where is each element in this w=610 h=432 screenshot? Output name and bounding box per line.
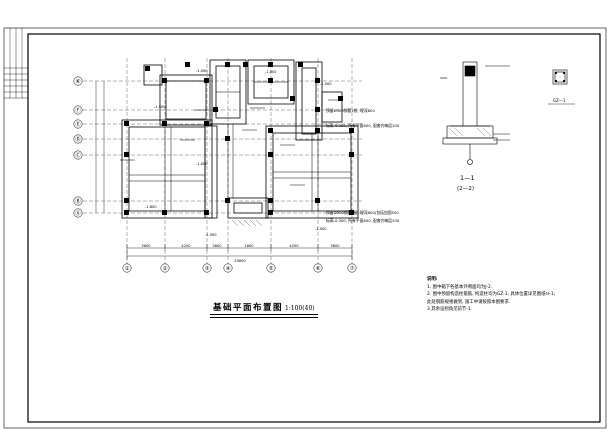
- section-hatch: [448, 127, 492, 137]
- axis-label: ⑦: [350, 265, 355, 272]
- dimension-total: 20800: [234, 259, 246, 263]
- notes-heading: 说明:: [427, 277, 438, 282]
- axis-label: ⑥: [76, 79, 81, 85]
- drawing-title-text: 基础平面布置图: [213, 303, 284, 313]
- title-underline: [210, 314, 318, 315]
- elevation-value: -1.000: [315, 227, 327, 231]
- elevation-value: -1.000: [196, 162, 208, 166]
- axis-label: ②: [163, 265, 168, 272]
- axis-label: ⑤: [269, 266, 274, 272]
- elevation-value: -1.000: [196, 69, 208, 73]
- drawing-scale: 1:100(40): [285, 305, 315, 312]
- axis-bubble: [223, 263, 233, 273]
- title-block-strip: [4, 28, 28, 99]
- note-item: 此处钢筋规格做到, 施工中请按照本图要求.: [427, 299, 511, 305]
- elevation-value: -1.500: [320, 82, 332, 86]
- axis-label: ①: [125, 266, 130, 272]
- section-footing: [446, 125, 494, 139]
- axis-label: Ⓑ: [75, 197, 81, 205]
- axis-bubble: [347, 263, 357, 273]
- axis-bubble: [313, 263, 323, 273]
- notes-block: 说明: 1. 图中箱下各基本外侧面均为J-2. 2. 图中预留构造柱箍筋, 构造…: [427, 276, 577, 314]
- axis-label: ④: [226, 266, 231, 272]
- section-title: 1—1: [460, 174, 475, 182]
- axis-bubble: [266, 263, 276, 273]
- note-item: 1. 图中箱下各基本外侧面均为J-2.: [427, 284, 493, 290]
- elevation-value: -1.500: [154, 105, 166, 109]
- dimension-value: 4200: [289, 244, 299, 248]
- axis-bubble: [122, 263, 132, 273]
- outer-border: [3, 27, 607, 429]
- axis-label: Ⓔ: [75, 120, 81, 128]
- elevation-value: -1.800: [145, 205, 157, 209]
- axis-label: Ⓕ: [75, 106, 81, 114]
- axis-bubbles-left: ⑥ Ⓕ Ⓔ Ⓓ Ⓒ Ⓑ Ⓐ: [73, 76, 83, 218]
- hatch: [231, 219, 263, 227]
- axis-bubble: [160, 263, 170, 273]
- partition-strips: [129, 81, 351, 211]
- dimension-value: 3600: [141, 244, 151, 248]
- gz1-detail: [552, 69, 568, 85]
- note-item: 2. 图中预留构造柱箍筋, 构造柱均为GZ-1, 具体位置详见图纸⑩-1;: [427, 292, 556, 298]
- elevation-value: -1.500: [205, 233, 217, 237]
- elevation-value: -1.000: [265, 70, 277, 74]
- dimension-lines: [95, 81, 353, 260]
- axis-bubbles-bottom: ① ② ③ ④ ⑤ ⑥ ⑦: [122, 263, 357, 273]
- elevation-labels: -1.000 -1.000 -1.500 -1.500 -1.000 -1.80…: [145, 69, 332, 237]
- note-item: 3.其余设拐角见前节-1.: [427, 307, 473, 313]
- section-1-1-detail: [440, 61, 510, 165]
- dimension-value: 1800: [244, 244, 254, 248]
- axis-label: Ⓒ: [75, 151, 81, 159]
- dimension-value: 4200: [181, 244, 191, 248]
- title-underline-thin: [210, 316, 318, 318]
- axis-label: ③: [205, 266, 210, 272]
- axis-bubble: [202, 263, 212, 273]
- dimension-text: 3600 4200 3600 1800 4200 3600 20800: [141, 244, 340, 263]
- dimension-value: 3600: [212, 244, 222, 248]
- section-markers: [120, 99, 343, 186]
- axis-label: ⑥: [316, 266, 321, 272]
- gz1-label: GZ—1: [553, 98, 566, 103]
- dimension-value: 3600: [330, 244, 340, 248]
- section-subtitle: (2—2): [457, 186, 475, 192]
- beam-note: 预留Ø300钢管1根, 埋深800: [326, 108, 375, 113]
- axis-label: Ⓓ: [75, 135, 81, 143]
- inner-border: [27, 33, 601, 423]
- beam-note: 标高-0.300, 所有平面800, 配套内每层200: [326, 123, 400, 128]
- beam-note: 预留Ø300钢管1根, 埋深800(包括加固500: [326, 210, 399, 215]
- beam-notes: 预留Ø300钢管1根, 埋深800 标高-0.300, 所有平面800, 配套内…: [326, 108, 400, 223]
- beam-note: 标高-0.300, 所有平面800, 配套内每层200: [326, 218, 400, 223]
- axis-label: Ⓐ: [75, 209, 81, 217]
- axis-grid: [83, 58, 362, 268]
- columns: [124, 62, 354, 215]
